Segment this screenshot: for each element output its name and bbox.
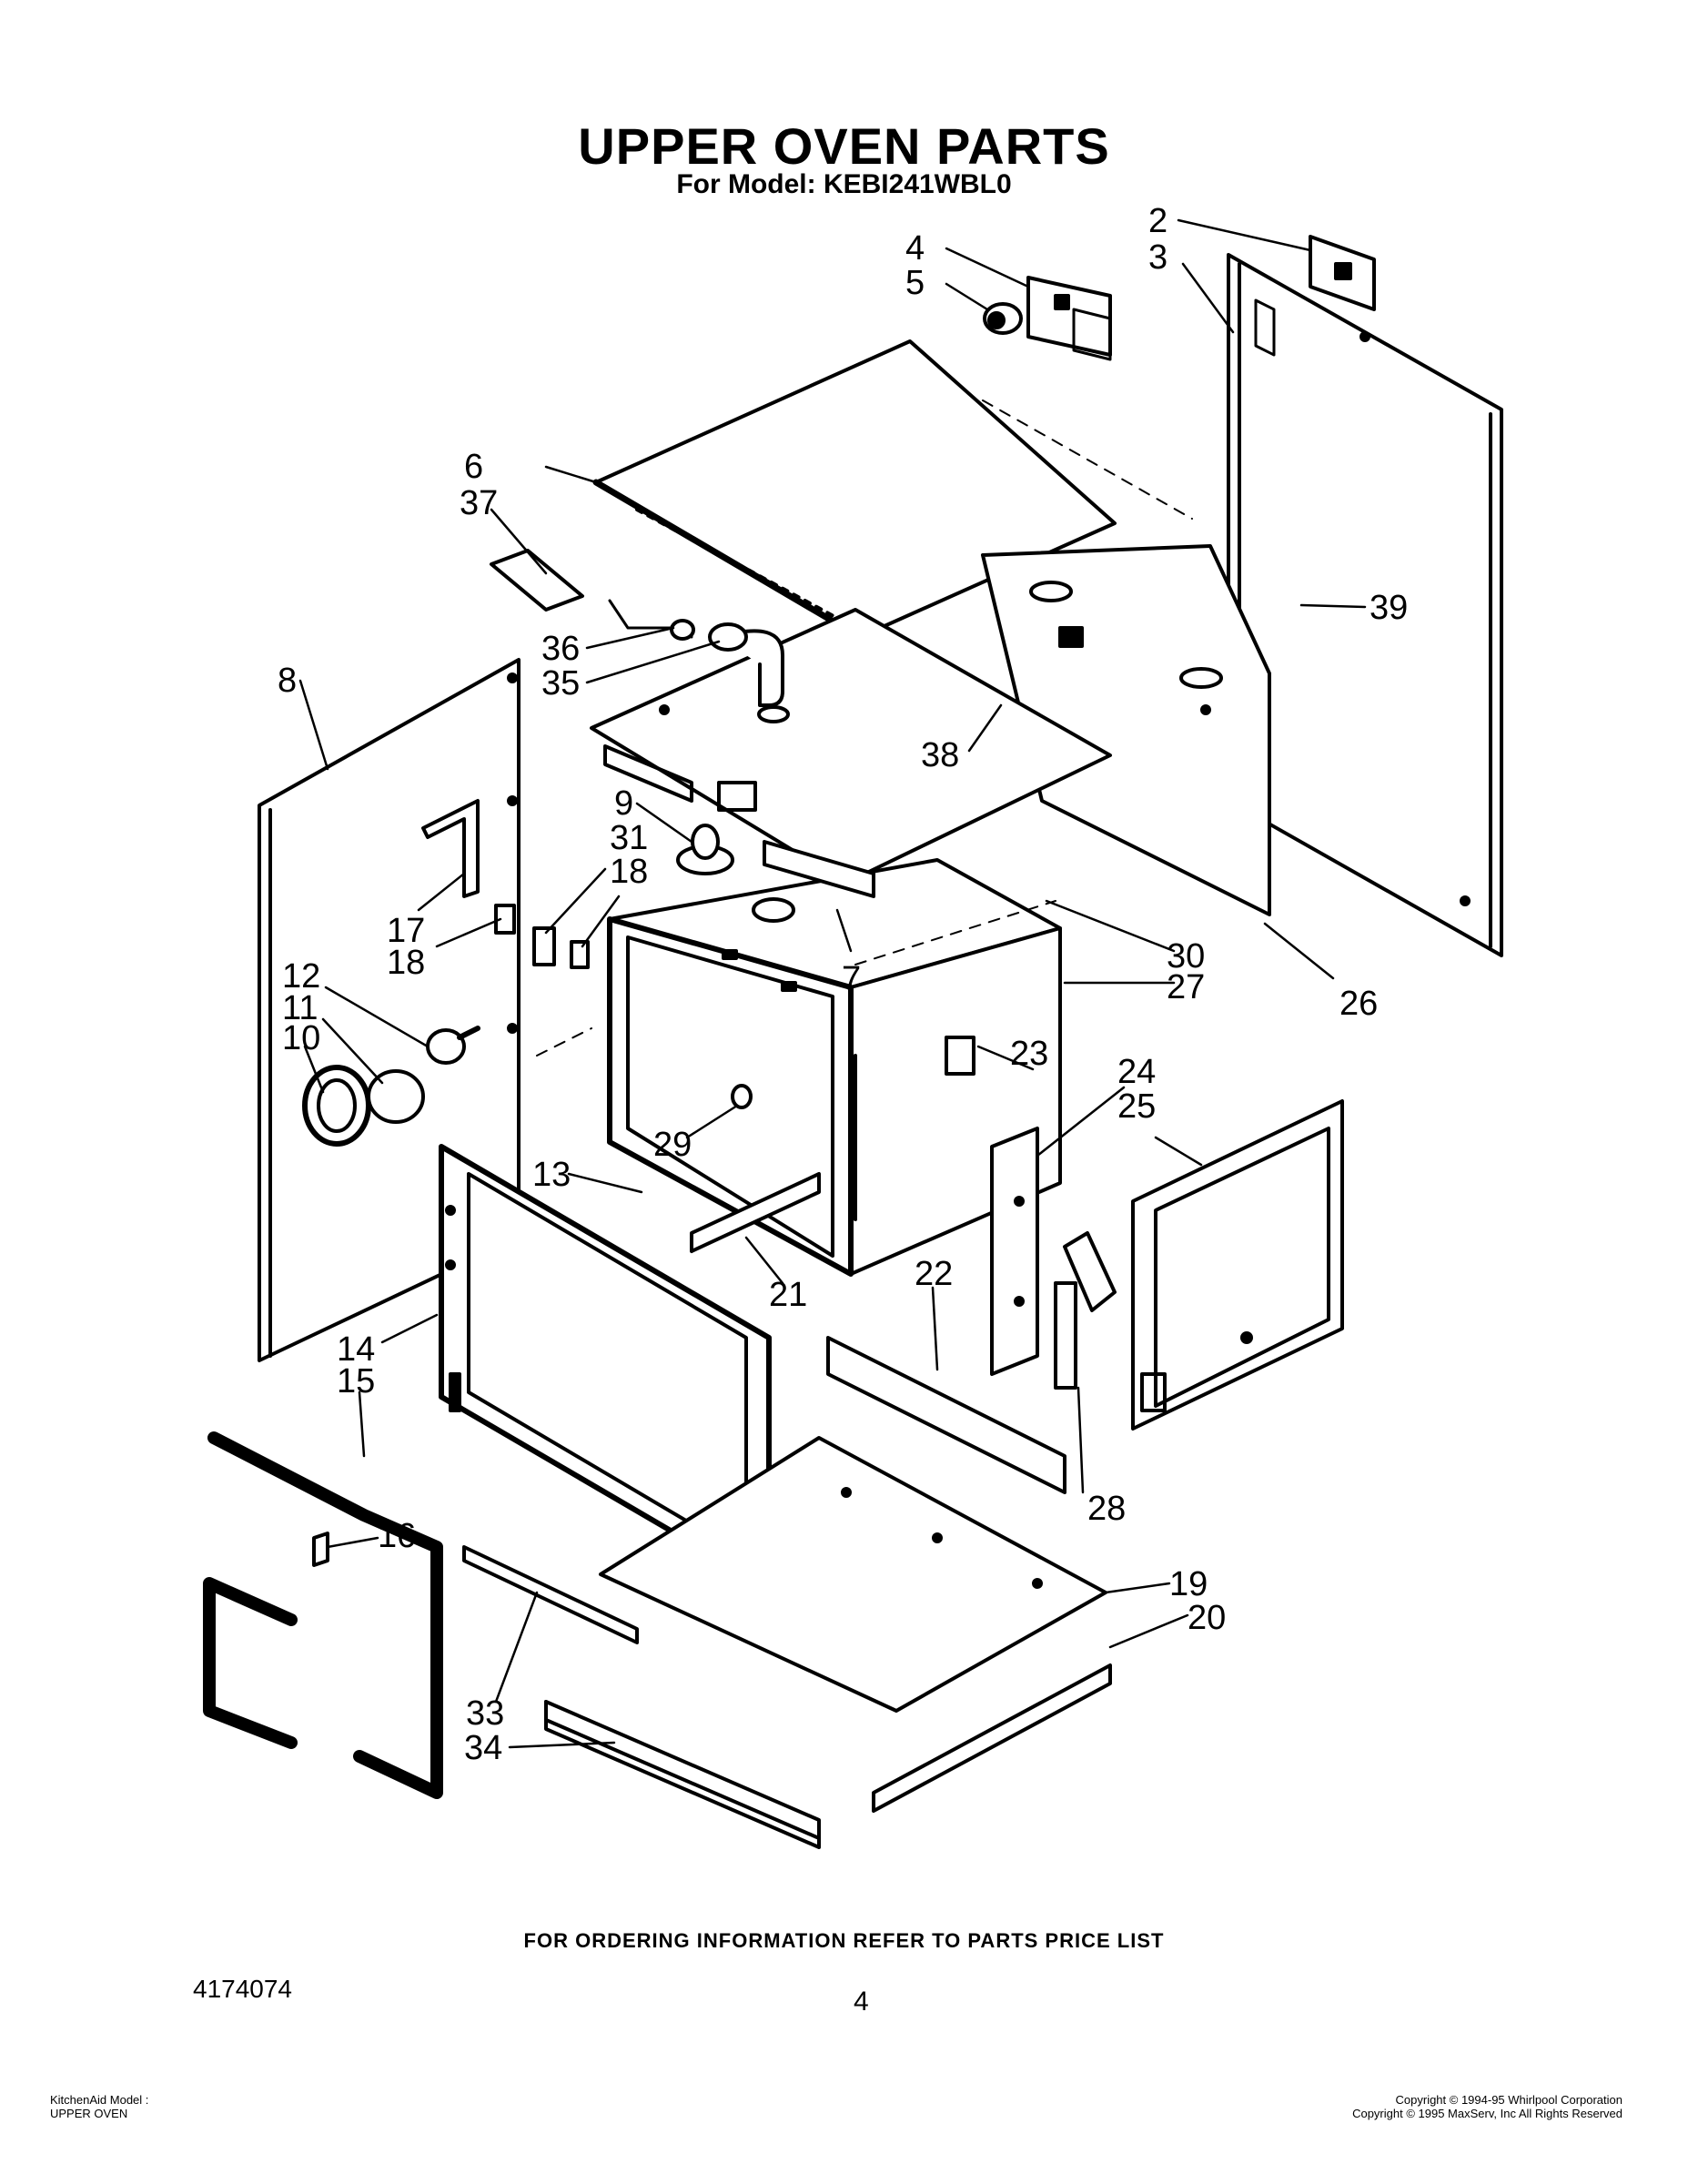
upper-bracket	[1026, 276, 1112, 361]
door-hinge	[1054, 1231, 1117, 1390]
rear-bracket	[1309, 235, 1376, 311]
callout-30: 30	[1167, 937, 1205, 976]
model-reference: KitchenAid Model : UPPER OVEN	[50, 2093, 148, 2120]
convection-element	[676, 824, 734, 875]
model-line: For Model: KEBI241WBL0	[676, 169, 1012, 199]
callout-16: 16	[378, 1517, 416, 1555]
callout-34: 34	[464, 1729, 502, 1767]
document-number: 4174074	[193, 1975, 293, 2003]
hinge-bracket	[990, 1127, 1039, 1376]
callout-26: 26	[1339, 985, 1378, 1023]
callout-23: 23	[1010, 1035, 1048, 1073]
wire-harness	[608, 599, 695, 641]
callout-37: 37	[460, 484, 498, 522]
assembly-lines	[536, 399, 1193, 1057]
lower-support	[826, 1336, 1066, 1494]
callout-29: 29	[653, 1126, 692, 1164]
cavity-rail	[690, 1172, 821, 1253]
callout-labels: 2 3 4 5 6 37 36 35 39 8 38 9 31 18 17 18…	[278, 202, 1408, 1767]
callout-18-lower: 18	[387, 944, 425, 982]
small-bracket	[490, 549, 584, 612]
vent-duct	[708, 622, 790, 723]
callout-3: 3	[1148, 238, 1167, 277]
callout-33: 33	[466, 1694, 504, 1733]
front-rail	[872, 1663, 1112, 1813]
callout-6: 6	[464, 448, 483, 486]
ordering-note: FOR ORDERING INFORMATION REFER TO PARTS …	[523, 1929, 1165, 1952]
callout-12: 12	[282, 957, 320, 996]
switch-part	[532, 926, 590, 969]
knob-part	[983, 302, 1023, 335]
callout-27: 27	[1167, 968, 1205, 1006]
callout-4: 4	[905, 229, 925, 268]
lower-trim	[544, 1700, 821, 1849]
callout-22: 22	[915, 1255, 953, 1293]
callout-14: 14	[337, 1330, 375, 1369]
callout-38: 38	[921, 736, 959, 774]
callout-10: 10	[282, 1019, 320, 1057]
callout-31: 31	[610, 819, 648, 857]
callout-20: 20	[1188, 1599, 1226, 1637]
callout-5: 5	[905, 264, 925, 302]
callout-36: 36	[541, 630, 580, 668]
gasket-clip	[312, 1532, 329, 1567]
leader-lines	[298, 218, 1367, 1749]
oven-side-panel	[1131, 1099, 1344, 1431]
door-gasket	[203, 1431, 443, 1799]
model-reference-line-1: KitchenAid Model :	[50, 2093, 149, 2107]
model-reference-line-2: UPPER OVEN	[50, 2107, 128, 2120]
callout-11: 11	[282, 989, 318, 1027]
callout-28: 28	[1087, 1490, 1126, 1528]
callout-13: 13	[532, 1156, 571, 1194]
callout-35: 35	[541, 664, 580, 703]
callout-39: 39	[1370, 589, 1408, 627]
callout-7: 7	[842, 960, 861, 998]
callout-17: 17	[387, 912, 425, 950]
copyright-line-2: Copyright © 1995 MaxServ, Inc All Rights…	[1352, 2107, 1622, 2120]
rail-part	[763, 840, 875, 898]
callout-8: 8	[278, 662, 297, 700]
callout-24: 24	[1117, 1053, 1156, 1091]
copyright-line-1: Copyright © 1994-95 Whirlpool Corporatio…	[1395, 2093, 1622, 2107]
side-bracket	[421, 799, 516, 935]
callout-9: 9	[614, 784, 633, 823]
diagram-title: UPPER OVEN PARTS	[578, 117, 1110, 175]
callout-25: 25	[1117, 1087, 1156, 1126]
callout-2: 2	[1148, 202, 1167, 240]
callout-15: 15	[337, 1362, 375, 1400]
copyright-block: Copyright © 1994-95 Whirlpool Corporatio…	[1352, 2093, 1622, 2120]
page-number: 4	[854, 1987, 869, 2017]
trim-strip	[462, 1545, 639, 1644]
callout-19: 19	[1169, 1565, 1208, 1603]
callout-18-upper: 18	[610, 853, 648, 891]
callout-21: 21	[769, 1276, 807, 1314]
